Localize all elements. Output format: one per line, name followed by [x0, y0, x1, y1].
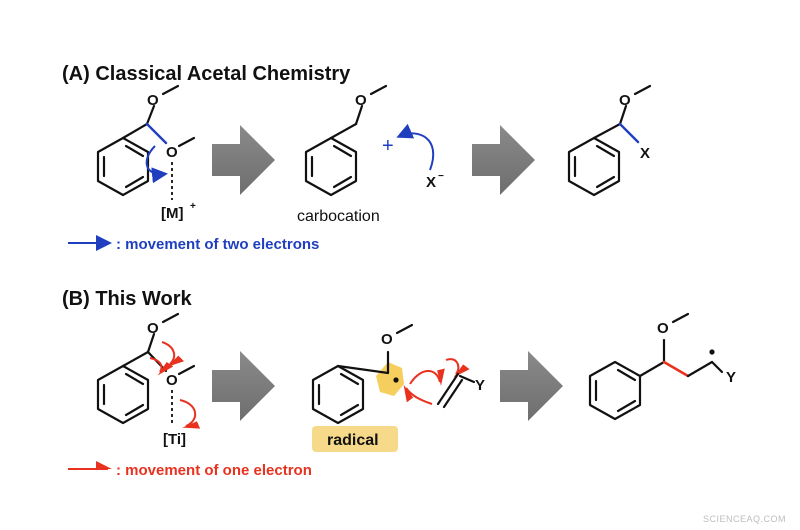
product-substituent-x: X — [640, 145, 650, 162]
legend-two-electrons: : movement of two electrons — [116, 236, 319, 253]
oxygen-atom: O — [355, 92, 367, 109]
metal-label-ti: [Ti] — [163, 431, 186, 448]
legend-one-electron: : movement of one electron — [116, 462, 312, 479]
metal-label-m: [M] — [161, 205, 184, 222]
product-substituent-y: Y — [726, 369, 736, 386]
benzene-ring-b2 — [311, 364, 365, 425]
benzene-ring-a2 — [304, 136, 358, 197]
benzene-ring-a3 — [567, 136, 621, 197]
benzene-ring-a1 — [96, 136, 150, 197]
single-electron-arrow — [161, 341, 185, 367]
watermark: SCIENCEAQ.COM — [703, 514, 786, 524]
section-b-title: (B) This Work — [62, 288, 193, 310]
benzene-ring-b3 — [588, 360, 642, 421]
acetal-molecule-a: O O [M] + — [96, 84, 196, 222]
benzene-ring-b1 — [96, 364, 150, 425]
single-electron-arrow — [445, 358, 470, 378]
oxygen-atom: O — [619, 92, 631, 109]
electron-pair-arrow — [145, 145, 168, 184]
radical-label: radical — [327, 432, 379, 449]
oxygen-atom: O — [381, 331, 393, 348]
acetal-molecule-b: O O [Ti] — [96, 312, 201, 448]
new-cc-bond — [662, 360, 690, 378]
radical-molecule: O Y radical — [311, 323, 485, 452]
radical-highlight — [376, 362, 404, 396]
metal-charge: + — [190, 201, 196, 212]
section-a-title: (A) Classical Acetal Chemistry — [62, 63, 351, 85]
radical-dot — [393, 377, 399, 383]
oxygen-atom: O — [166, 144, 178, 161]
radical-dot — [709, 349, 715, 355]
oxygen-atom: O — [147, 320, 159, 337]
oxygen-atom: O — [147, 92, 159, 109]
single-electron-arrow — [403, 384, 433, 405]
carbocation-label: carbocation — [297, 208, 380, 225]
nucleophile-label: X — [426, 174, 436, 191]
single-electron-arrow — [149, 357, 174, 376]
reaction-arrow-b2 — [500, 351, 563, 421]
single-electron-arrow — [179, 399, 201, 429]
alkene-substituent-y: Y — [475, 377, 485, 394]
cation-charge: + — [382, 135, 394, 157]
reaction-arrow-a2 — [472, 125, 535, 195]
oxygen-atom: O — [657, 320, 669, 337]
reaction-arrow-a1 — [212, 125, 275, 195]
nucleophile-charge: − — [438, 171, 444, 182]
oxygen-atom: O — [166, 372, 178, 389]
radical-label-box — [312, 426, 398, 452]
product-molecule-a: O X — [567, 84, 652, 197]
single-electron-arrow — [409, 368, 445, 386]
product-molecule-b: O Y — [588, 312, 736, 421]
reaction-arrow-b1 — [212, 351, 275, 421]
carbocation-molecule: O + X − carbocation — [297, 84, 444, 225]
nucleophile-attack-arrow — [396, 123, 435, 171]
